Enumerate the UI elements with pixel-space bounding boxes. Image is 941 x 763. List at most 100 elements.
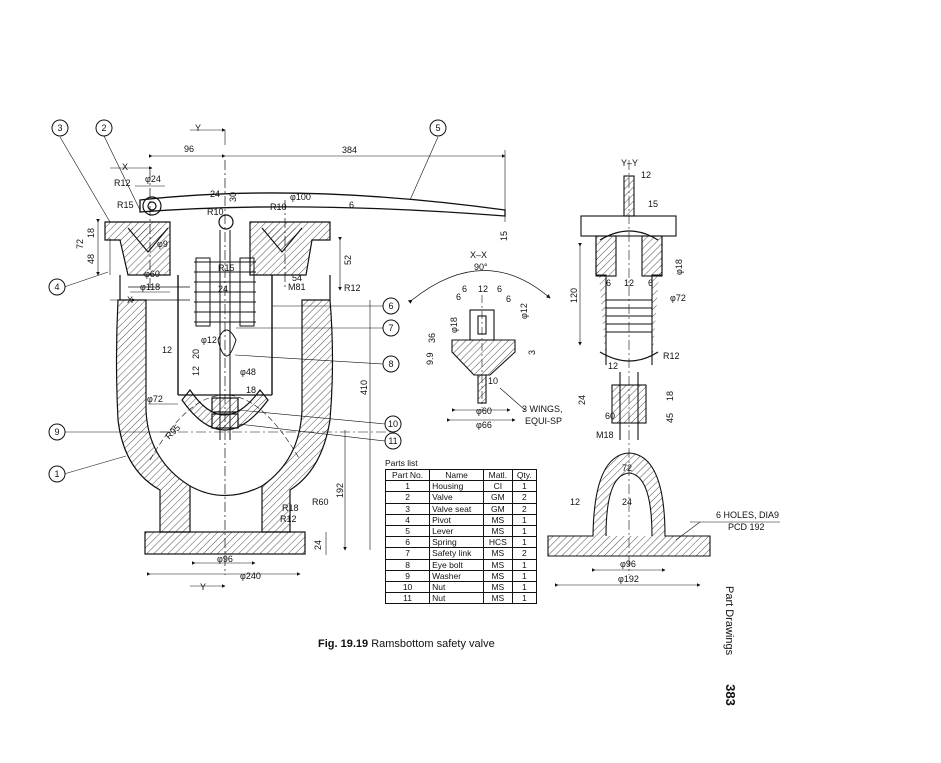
svg-text:6: 6 <box>648 278 653 288</box>
svg-text:M18: M18 <box>596 430 614 440</box>
svg-text:9: 9 <box>54 427 59 437</box>
figure-caption-text: Ramsbottom safety valve <box>371 638 495 650</box>
parts-header-row: Part No. Name Matl. Qty. <box>384 468 538 482</box>
svg-text:φ9: φ9 <box>157 239 168 249</box>
svg-text:20: 20 <box>191 349 201 359</box>
balloon-8: 8 <box>382 355 400 373</box>
svg-text:φ96: φ96 <box>620 559 636 569</box>
svg-text:12: 12 <box>478 284 488 294</box>
svg-text:PCD 192: PCD 192 <box>728 522 765 532</box>
svg-text:24: 24 <box>577 395 587 405</box>
svg-text:6: 6 <box>506 294 511 304</box>
svg-text:M81: M81 <box>288 282 306 292</box>
svg-text:R60: R60 <box>312 497 329 507</box>
svg-text:72: 72 <box>75 239 85 249</box>
svg-text:φ240: φ240 <box>240 571 261 581</box>
balloon-7: 7 <box>382 319 400 337</box>
svg-text:R15: R15 <box>218 263 235 273</box>
svg-text:24: 24 <box>622 497 632 507</box>
section-marker-x-top: X <box>122 162 128 172</box>
svg-text:φ24: φ24 <box>145 174 161 184</box>
svg-text:18: 18 <box>86 228 96 238</box>
yy-dimension-labels: Y–Y 12 15 φ18 120 6 12 6 φ72 R12 12 24 6… <box>569 158 779 584</box>
svg-text:6: 6 <box>349 200 354 210</box>
svg-text:3 WINGS,: 3 WINGS, <box>522 404 563 414</box>
svg-text:6: 6 <box>456 292 461 302</box>
section-marker-y-top: Y <box>195 123 201 133</box>
header-name: Name <box>429 468 485 482</box>
svg-text:72: 72 <box>622 463 632 473</box>
balloon-5: 5 <box>429 119 447 137</box>
balloon-3: 3 <box>51 119 69 137</box>
svg-text:2: 2 <box>101 123 106 133</box>
svg-text:R18: R18 <box>282 503 299 513</box>
svg-text:12: 12 <box>191 366 201 376</box>
figure-label: Fig. 19.19 <box>318 638 369 650</box>
svg-text:8: 8 <box>388 359 393 369</box>
svg-text:12: 12 <box>608 361 618 371</box>
svg-text:φ192: φ192 <box>618 574 639 584</box>
svg-text:54: 54 <box>292 273 302 283</box>
section-yy-title: Y–Y <box>621 158 638 168</box>
svg-text:10: 10 <box>388 419 398 429</box>
svg-text:φ60: φ60 <box>144 269 160 279</box>
svg-text:18: 18 <box>665 391 675 401</box>
svg-text:11: 11 <box>388 436 397 446</box>
svg-text:15: 15 <box>648 199 658 209</box>
svg-text:410: 410 <box>359 380 369 395</box>
balloon-4: 4 <box>48 278 66 296</box>
svg-text:6: 6 <box>497 284 502 294</box>
header-part-no: Part No. <box>384 468 431 482</box>
svg-text:φ48: φ48 <box>240 367 256 377</box>
section-xx-view <box>407 270 551 422</box>
svg-text:R95: R95 <box>164 422 183 441</box>
svg-text:6: 6 <box>388 301 393 311</box>
section-title: Part Drawings <box>723 586 735 656</box>
svg-text:192: 192 <box>335 483 345 498</box>
section-xx-title: X–X <box>470 250 487 260</box>
svg-text:12: 12 <box>641 170 651 180</box>
svg-text:3: 3 <box>527 350 537 355</box>
svg-text:φ18: φ18 <box>449 317 459 333</box>
svg-text:6: 6 <box>606 278 611 288</box>
housing-right-wall <box>261 299 334 533</box>
svg-text:φ12: φ12 <box>519 303 529 319</box>
svg-text:10: 10 <box>488 376 498 386</box>
svg-text:48: 48 <box>86 254 96 264</box>
svg-text:X: X <box>127 295 133 305</box>
balloon-10: 10 <box>384 415 402 433</box>
svg-text:φ72: φ72 <box>670 293 686 303</box>
svg-text:R10: R10 <box>207 207 224 217</box>
front-dimension-labels: Y 96 384 X φ24 R12 R15 24 R10 R10 φ100 6… <box>75 123 509 592</box>
svg-text:96: 96 <box>184 144 194 154</box>
svg-text:36: 36 <box>427 333 437 343</box>
svg-text:φ96: φ96 <box>217 554 233 564</box>
balloon-9: 9 <box>48 423 66 441</box>
balloon-1: 1 <box>48 465 66 483</box>
svg-text:30: 30 <box>228 192 238 202</box>
svg-text:90°: 90° <box>474 262 488 272</box>
svg-text:φ60: φ60 <box>476 406 492 416</box>
svg-text:18: 18 <box>246 385 256 395</box>
balloons: 3 2 5 4 6 7 8 10 11 9 1 <box>48 119 447 483</box>
svg-text:R10: R10 <box>270 202 287 212</box>
header-material: Matl. <box>483 468 513 482</box>
svg-text:R12: R12 <box>280 514 297 524</box>
svg-text:R12: R12 <box>114 178 131 188</box>
svg-text:45: 45 <box>665 413 675 423</box>
header-qty: Qty. <box>511 468 538 482</box>
svg-text:9.9: 9.9 <box>425 352 435 365</box>
lever <box>139 192 506 217</box>
svg-text:3: 3 <box>57 123 62 133</box>
